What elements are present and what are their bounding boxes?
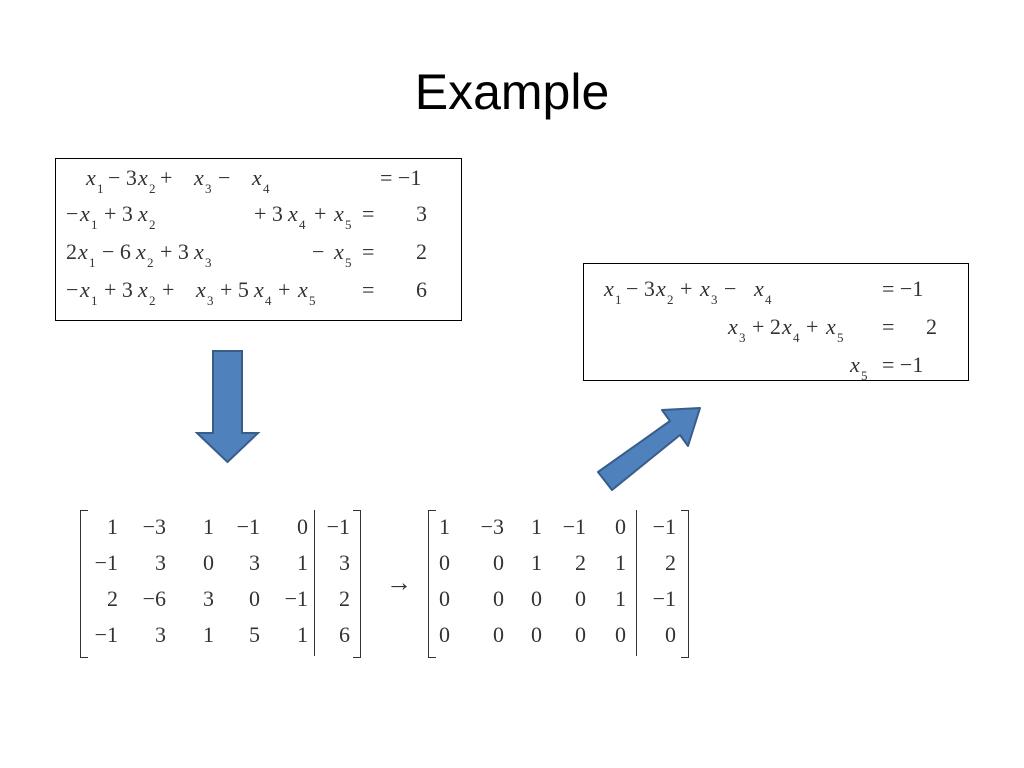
- echelon-matrix: 1 −3 1 −1 0 −1 0 0 1 2 1 2 0 0 0 0 1 −1 0 0 0 0 0 0: [428, 510, 690, 660]
- matrix-cell: −1: [94, 622, 118, 647]
- matrix-cell: 1: [107, 514, 118, 539]
- matrix-cell: 0: [439, 622, 450, 647]
- matrix-cell: 0: [531, 622, 542, 647]
- matrix-cell: 0: [493, 586, 504, 611]
- matrix-cell: 6: [339, 622, 350, 647]
- matrix-cell: 1: [531, 550, 542, 575]
- transform-arrow: →: [386, 568, 412, 597]
- matrix-cell: 3: [155, 622, 166, 647]
- matrix-cell: 0: [439, 550, 450, 575]
- matrix-cell: 1: [297, 550, 308, 575]
- matrix-cell: −3: [480, 514, 504, 539]
- matrix-cell: 0: [531, 586, 542, 611]
- matrix-cell: −1: [562, 514, 586, 539]
- down-arrow-icon: [195, 350, 261, 464]
- slide-title: Example: [414, 64, 610, 120]
- matrix-cell: 0: [249, 586, 260, 611]
- matrix-cell: 2: [107, 586, 118, 611]
- matrix-cell: 0: [439, 586, 450, 611]
- matrix-cell: 1: [531, 514, 542, 539]
- matrix-cell: 0: [493, 550, 504, 575]
- diagonal-arrow-icon: [597, 407, 701, 491]
- matrix-cell: 3: [203, 586, 214, 611]
- matrix-cell: 2: [339, 586, 350, 611]
- matrix-cell: −1: [652, 514, 676, 539]
- matrix-cell: 0: [203, 550, 214, 575]
- matrix-cell: 0: [665, 622, 676, 647]
- matrix-cell: 1: [203, 514, 214, 539]
- matrix-cell: 0: [615, 622, 626, 647]
- matrix-cell: 3: [339, 550, 350, 575]
- matrix-cell: 0: [575, 586, 586, 611]
- matrix-cell: 0: [615, 514, 626, 539]
- matrix-cell: 1: [439, 514, 450, 539]
- matrix-cell: −1: [326, 514, 350, 539]
- matrix-cell: −1: [236, 514, 260, 539]
- matrix-cell: 1: [615, 586, 626, 611]
- matrix-cell: 2: [575, 550, 586, 575]
- matrix-cell: 0: [493, 622, 504, 647]
- matrix-cell: 0: [575, 622, 586, 647]
- matrix-cell: 1: [615, 550, 626, 575]
- matrix-cell: 3: [249, 550, 260, 575]
- augmented-matrix: 1 −3 1 −1 0 −1 −1 3 0 3 1 3 2 −6 3 0 −1 2 −1 3 1 5 1 6: [80, 510, 362, 660]
- matrix-cell: −1: [284, 586, 308, 611]
- matrix-cell: 0: [297, 514, 308, 539]
- matrix-cell: 1: [203, 622, 214, 647]
- matrix-cell: 5: [249, 622, 260, 647]
- matrix-cell: −6: [142, 586, 166, 611]
- matrix-cell: 3: [155, 550, 166, 575]
- matrix-cell: −1: [652, 586, 676, 611]
- matrix-cell: −3: [142, 514, 166, 539]
- matrix-cell: 2: [665, 550, 676, 575]
- matrix-cell: −1: [94, 550, 118, 575]
- matrix-cell: 1: [297, 622, 308, 647]
